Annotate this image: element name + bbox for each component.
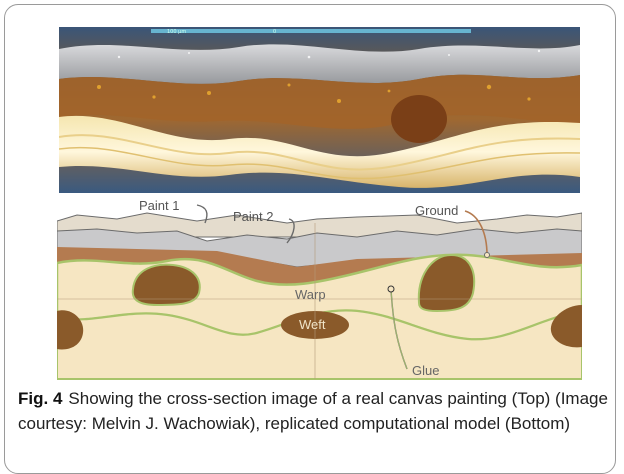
cross-section-photo: 100 µm 0 (59, 27, 580, 193)
warp-label: Warp (295, 287, 326, 302)
glue-label: Glue (412, 363, 439, 378)
figure-number: Fig. 4 (18, 389, 62, 408)
scale-label-right: 0 (273, 29, 276, 35)
computational-model: Paint 1 Paint 2 Ground Warp Weft Glue (57, 193, 582, 380)
figure-caption: Fig. 4Showing the cross-section image of… (18, 386, 608, 436)
caption-text: Showing the cross-section image of a rea… (18, 389, 608, 433)
scale-label-left: 100 µm (167, 29, 186, 35)
cross-section-photo-image (59, 27, 580, 193)
paint2-label: Paint 2 (233, 209, 273, 224)
weft-label: Weft (299, 317, 326, 332)
paint1-label: Paint 1 (139, 198, 179, 213)
ground-label: Ground (415, 203, 458, 218)
